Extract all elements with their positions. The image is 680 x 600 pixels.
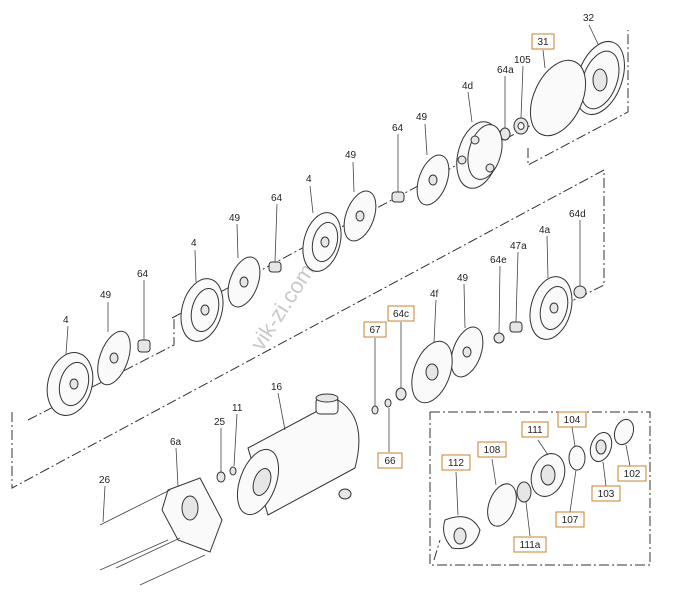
callout-66: 66 (377, 452, 403, 469)
o-ring-102 (613, 418, 635, 446)
ring-67 (371, 405, 379, 415)
rear-cover (575, 41, 625, 115)
label-64-3: 64 (137, 269, 149, 280)
label-26: 26 (99, 475, 111, 486)
callout-107: 107 (555, 511, 585, 528)
svg-text:102: 102 (624, 469, 641, 480)
svg-text:64c: 64c (393, 309, 409, 320)
svg-text:103: 103 (598, 489, 615, 500)
label-64-2: 64 (271, 193, 283, 204)
callout-111: 111 (521, 421, 549, 438)
label-16: 16 (271, 382, 283, 393)
label-105: 105 (514, 55, 531, 66)
callout-111a: 111a (513, 536, 547, 553)
nut-105 (513, 117, 529, 135)
end-flange-6a (161, 477, 223, 553)
spring-108 (487, 483, 517, 527)
nut-25 (216, 471, 226, 483)
callout-67: 67 (363, 321, 387, 338)
spacer-64-2 (268, 261, 282, 273)
o-ring-107 (568, 445, 586, 471)
svg-text:31: 31 (537, 37, 549, 48)
label-4-3: 4 (63, 315, 69, 326)
callout-31: 31 (531, 33, 555, 50)
o-ring-31 (529, 59, 587, 137)
svg-text:66: 66 (384, 456, 396, 467)
callout-102: 102 (617, 465, 647, 482)
spacer-64-1 (391, 191, 405, 203)
svg-text:108: 108 (484, 445, 501, 456)
washer-11 (229, 466, 237, 476)
label-11: 11 (232, 403, 243, 414)
svg-text:107: 107 (562, 515, 579, 526)
leader-lines (65, 24, 631, 537)
seal-seat-103 (589, 431, 613, 463)
label-64d: 64d (569, 209, 586, 220)
stage-housing-4a (529, 276, 573, 340)
spacer-64d (573, 285, 587, 299)
svg-text:67: 67 (369, 325, 381, 336)
spacer-64e (493, 332, 505, 344)
boxed-labels: 31 64c 67 66 111 104 108 112 (363, 33, 647, 553)
label-49-1: 49 (416, 112, 428, 123)
label-4a: 4a (539, 225, 551, 236)
label-47a: 47a (510, 241, 527, 252)
label-4-1: 4 (306, 174, 312, 185)
diffuser-plate-4f (411, 340, 453, 404)
stage-housing-4d (456, 121, 503, 189)
callout-104: 104 (557, 411, 587, 428)
label-64e: 64e (490, 255, 507, 266)
stage-housing-4-3 (46, 352, 94, 416)
impeller-49-1 (416, 154, 450, 206)
ring-66 (384, 398, 392, 408)
tie-rods-26 (99, 489, 206, 586)
part-labels: 32 105 64a 4d 64 49 49 4 64 49 4 64 49 4… (63, 13, 595, 486)
label-32: 32 (583, 13, 595, 24)
label-49-3: 49 (229, 213, 241, 224)
impeller-49-2 (343, 190, 377, 242)
label-4d: 4d (462, 81, 473, 92)
seal-body-111 (530, 453, 566, 497)
label-4-2: 4 (191, 238, 197, 249)
ring-64c (395, 387, 407, 401)
label-49-5: 49 (457, 273, 469, 284)
spacer-64-3 (137, 339, 151, 353)
callout-64c: 64c (387, 305, 415, 322)
label-64-top: 64 (392, 123, 404, 134)
stage-housing-4-1 (302, 212, 342, 272)
seal-ring-111a (516, 481, 532, 503)
seal-part-112 (443, 516, 481, 550)
label-4f: 4f (430, 289, 439, 300)
svg-text:104: 104 (564, 415, 581, 426)
label-49-4: 49 (100, 290, 112, 301)
impeller-49-4 (97, 330, 131, 386)
svg-text:111a: 111a (520, 540, 541, 551)
callout-103: 103 (591, 485, 621, 502)
svg-text:111: 111 (527, 425, 543, 436)
stage-housing-4-2 (180, 278, 224, 342)
callout-108: 108 (477, 441, 507, 458)
svg-text:112: 112 (448, 458, 464, 469)
impeller-49-3 (227, 256, 261, 308)
impeller-49-5 (450, 326, 484, 378)
spacer-47a (509, 321, 523, 333)
label-6a: 6a (170, 437, 182, 448)
callout-112: 112 (441, 454, 471, 471)
label-49-2: 49 (345, 150, 357, 161)
pump-body-16 (236, 393, 360, 516)
label-25: 25 (214, 417, 226, 428)
label-64a: 64a (497, 65, 514, 76)
